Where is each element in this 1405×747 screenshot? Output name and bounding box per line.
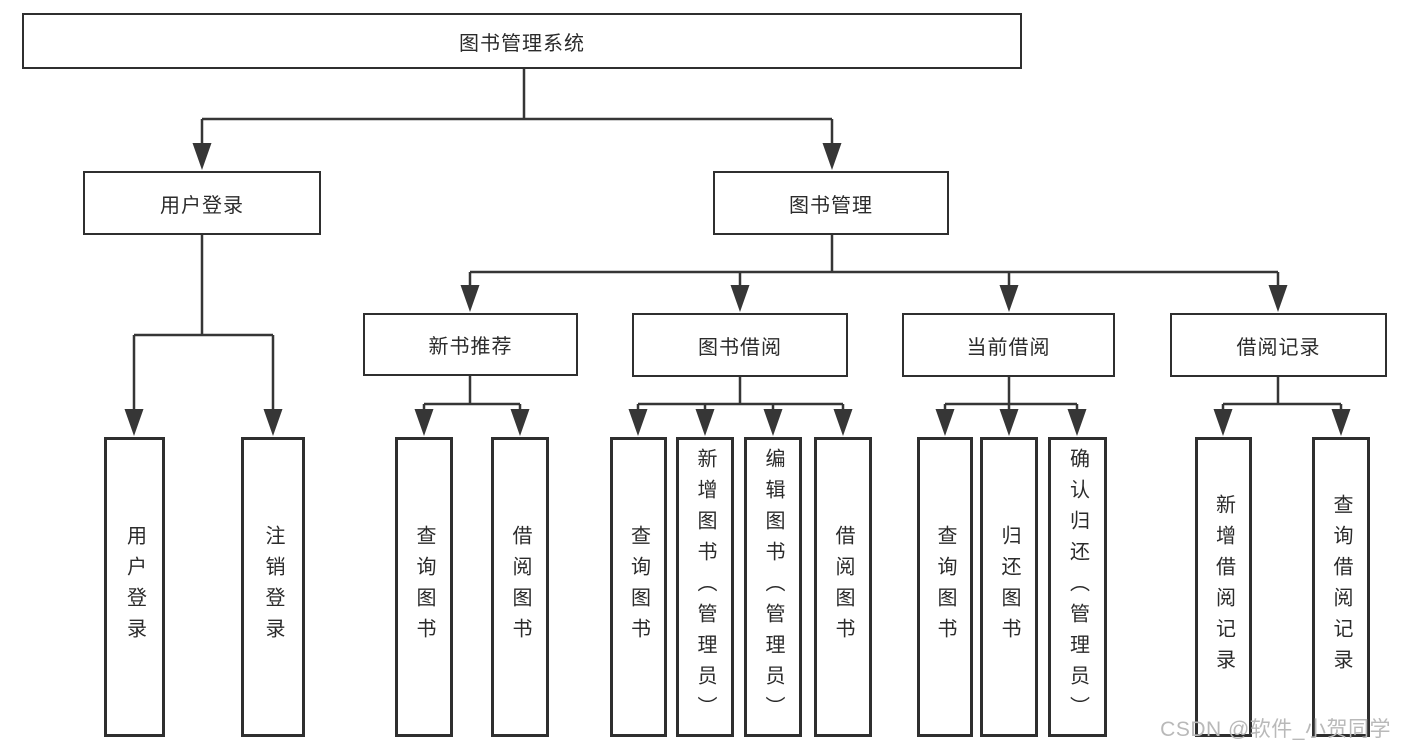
leaf-borrow-edit-book-admin: 编辑图书（管理员） <box>744 437 802 737</box>
node-borrow-records-label: 借阅记录 <box>1236 336 1321 359</box>
leaf-user-login-label: 用户登录 <box>123 525 146 649</box>
leaf-recommend-query-book: 查询图书 <box>395 437 453 737</box>
node-new-book-recommend-label: 新书推荐 <box>428 336 513 358</box>
leaf-borrow-query-book-label: 查询图书 <box>627 525 650 649</box>
leaf-records-query-record-label: 查询借阅记录 <box>1330 494 1352 680</box>
leaf-user-login: 用户登录 <box>104 437 165 737</box>
leaf-current-confirm-return-admin-label: 确认归还（管理员） <box>1066 447 1089 727</box>
leaf-borrow-add-book-admin: 新增图书（管理员） <box>676 437 734 737</box>
leaf-records-add-record: 新增借阅记录 <box>1195 437 1252 737</box>
leaf-current-return-book-label: 归还图书 <box>998 525 1020 649</box>
leaf-records-query-record: 查询借阅记录 <box>1312 437 1370 737</box>
node-book-borrow-label: 图书借阅 <box>698 336 782 359</box>
node-borrow-records: 借阅记录 <box>1170 313 1387 377</box>
leaf-current-confirm-return-admin: 确认归还（管理员） <box>1048 437 1107 737</box>
leaf-borrow-borrow-book: 借阅图书 <box>814 437 872 737</box>
leaf-current-query-book-label: 查询图书 <box>934 525 956 649</box>
node-user-login: 用户登录 <box>83 171 321 235</box>
leaf-borrow-query-book: 查询图书 <box>610 437 667 737</box>
leaf-borrow-edit-book-admin-label: 编辑图书（管理员） <box>762 447 784 727</box>
watermark: CSDN @软件_小贺同学 <box>1160 718 1391 741</box>
node-book-management: 图书管理 <box>713 171 949 235</box>
node-root-label: 图书管理系统 <box>459 32 585 55</box>
node-user-login-label: 用户登录 <box>160 194 244 217</box>
leaf-borrow-borrow-book-label: 借阅图书 <box>832 525 854 649</box>
node-book-borrow: 图书借阅 <box>632 313 848 377</box>
leaf-current-query-book: 查询图书 <box>917 437 973 737</box>
leaf-logout-label: 注销登录 <box>262 525 284 649</box>
leaf-logout: 注销登录 <box>241 437 305 737</box>
node-current-borrow: 当前借阅 <box>902 313 1115 377</box>
leaf-recommend-borrow-book: 借阅图书 <box>491 437 549 737</box>
leaf-recommend-query-book-label: 查询图书 <box>413 525 435 649</box>
leaf-borrow-add-book-admin-label: 新增图书（管理员） <box>694 447 716 727</box>
leaf-current-return-book: 归还图书 <box>980 437 1038 737</box>
leaf-records-add-record-label: 新增借阅记录 <box>1212 494 1235 680</box>
node-new-book-recommend: 新书推荐 <box>363 313 578 376</box>
node-current-borrow-label: 当前借阅 <box>966 336 1051 359</box>
node-root: 图书管理系统 <box>22 13 1022 69</box>
leaf-recommend-borrow-book-label: 借阅图书 <box>509 525 531 649</box>
node-book-management-label: 图书管理 <box>789 194 873 217</box>
